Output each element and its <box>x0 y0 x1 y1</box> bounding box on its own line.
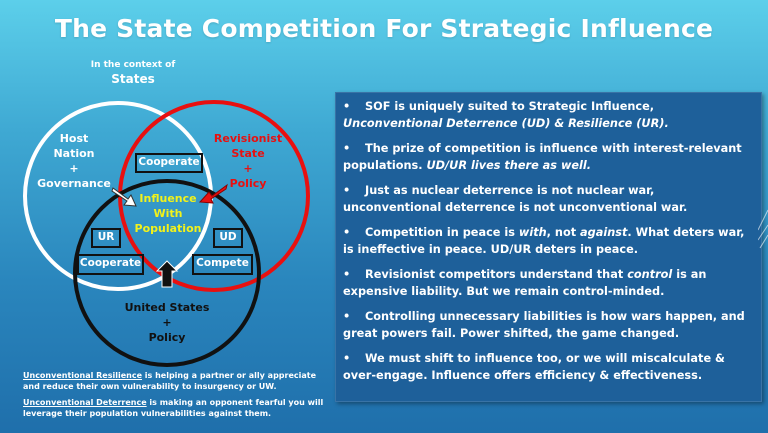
context-label: In the context of States <box>83 60 183 86</box>
term-resilience: Unconventional Resilience <box>23 371 143 380</box>
bullet-1: •SOF is uniquely suited to Strategic Inf… <box>343 100 669 130</box>
bullet-3: •Just as nuclear deterrence is not nucle… <box>343 184 688 214</box>
decorative-lines-icon <box>758 209 768 249</box>
compete-box: Compete <box>192 254 253 275</box>
bullet-5: •Revisionist competitors understand that… <box>343 268 707 298</box>
ud-box: UD <box>213 228 243 248</box>
venn-diagram <box>23 100 310 367</box>
definitions: Unconventional Resilience is helping a p… <box>23 370 333 424</box>
definition-deterrence: Unconventional Deterrence is making an o… <box>23 398 324 418</box>
arrow-revisionist-to-influence-icon <box>198 183 228 204</box>
bullet-2: •The prize of competition is influence w… <box>343 142 742 172</box>
cooperate-box-left: Cooperate <box>77 254 144 275</box>
cooperate-box-top: Cooperate <box>135 153 203 173</box>
definition-resilience: Unconventional Resilience is helping a p… <box>23 371 317 391</box>
arrow-host-to-influence-icon <box>111 187 137 207</box>
slide-title: The State Competition For Strategic Infl… <box>54 14 714 43</box>
revisionist-state-label: Revisionist State + Policy <box>213 132 283 190</box>
united-states-label: United States + Policy <box>124 301 210 344</box>
arrow-us-to-influence-icon <box>155 260 179 288</box>
bullet-6: •Controlling unnecessary liabilities is … <box>343 310 745 340</box>
influence-with-population-label: Influence With Population <box>134 192 202 235</box>
bullet-7: •We must shift to influence too, or we w… <box>343 352 725 382</box>
bullet-panel: •SOF is uniquely suited to Strategic Inf… <box>335 92 762 402</box>
bullet-4: •Competition in peace is with, not again… <box>343 226 745 256</box>
host-nation-label: Host Nation + Governance <box>37 132 111 190</box>
context-big: States <box>111 72 155 86</box>
context-small: In the context of <box>90 60 176 70</box>
united-states-circle <box>73 179 261 367</box>
ur-box: UR <box>91 228 121 248</box>
term-deterrence: Unconventional Deterrence <box>23 398 147 407</box>
